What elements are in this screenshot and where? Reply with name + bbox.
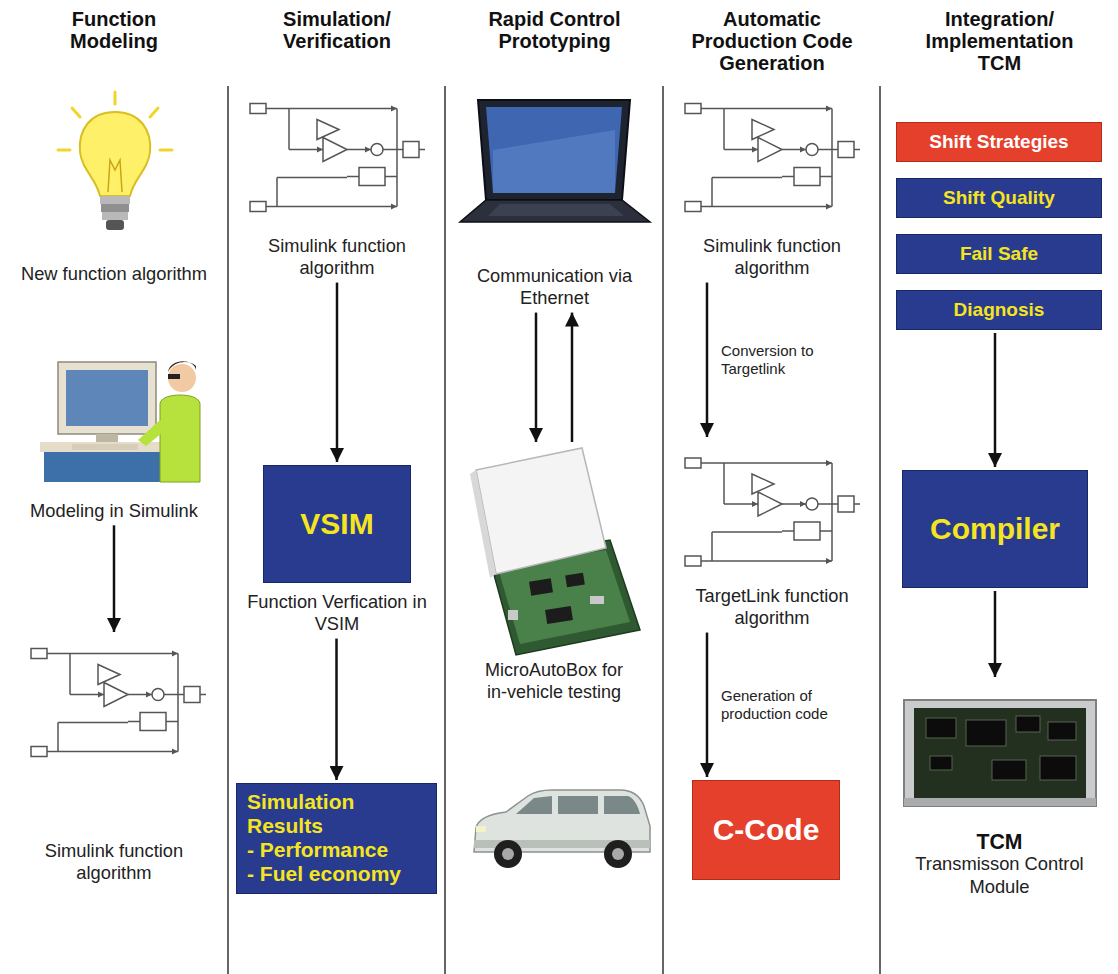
step-caption: TargetLink function algorithm (669, 585, 875, 630)
column-heading: Automatic Production Code Generation (686, 8, 858, 74)
column-band: Rapid Control PrototypingCommunication v… (446, 0, 663, 974)
column-heading: Simulation/ Verification (251, 8, 423, 52)
step-caption: MicroAutoBox for in-vehicle testing (479, 660, 629, 704)
column-band: Simulation/ VerificationSimulink functio… (229, 0, 445, 974)
box-label: Diagnosis (954, 299, 1045, 321)
column-band: Integration/ Implementation TCM Shift Str… (881, 0, 1118, 974)
tool-label: VSIM (263, 465, 411, 583)
result-text: - Performance (247, 838, 388, 862)
illustrated-step: Simulink function algorithm (669, 90, 875, 280)
tool-box: Compiler (902, 470, 1088, 588)
illustrated-step: Communication via Ethernet (451, 90, 658, 310)
microautobox (470, 448, 640, 655)
column-band: Automatic Production Code GenerationSimu… (664, 0, 880, 974)
step-caption: Simulink function algorithm (669, 235, 875, 280)
flow-arrow (535, 313, 538, 442)
column-heading: Rapid Control Prototyping (469, 8, 641, 52)
illustrated-step: TargetLink function algorithm (669, 440, 875, 630)
flow-arrow (706, 633, 709, 777)
module-box: Shift Strategies (896, 122, 1102, 162)
light-bulb (58, 92, 172, 230)
column-band: Function ModelingNew function algorithmM… (0, 0, 228, 974)
step-caption: Simulink function algorithm (5, 840, 223, 885)
flow-arrow (336, 283, 339, 462)
step-caption: Transmisson Control Module (886, 853, 1113, 898)
person-at-computer (40, 361, 200, 482)
result-text: - Fuel economy (247, 862, 401, 886)
flow-arrow (113, 525, 116, 632)
car (474, 790, 650, 868)
column-separators (228, 86, 880, 974)
module-box: Fail Safe (896, 234, 1102, 274)
tcm-board (904, 700, 1096, 806)
result-box: Simulation Results- Performance- Fuel ec… (236, 783, 437, 894)
module-box: Shift Quality (896, 178, 1102, 218)
column-heading: Function Modeling (28, 8, 200, 52)
module-title: TCM (886, 830, 1113, 853)
step-caption: Function Verfication in VSIM (234, 591, 440, 636)
box-label: Shift Strategies (929, 131, 1068, 153)
flow-arrow (994, 333, 997, 467)
step-caption: Simulink function algorithm (234, 235, 440, 280)
flow-arrow (335, 639, 338, 780)
flow-arrow (994, 591, 997, 677)
arrow-label: Generation of production code (719, 686, 868, 724)
tool-box: VSIM Function Verfication in VSIM (234, 465, 440, 636)
step-caption: New function algorithm (5, 263, 223, 285)
illustrated-step: TCMTransmisson Control Module (886, 680, 1113, 898)
flow-arrow (571, 313, 574, 442)
result-text: Simulation Results (247, 790, 426, 838)
arrow-label: Conversion to Targetlink (719, 341, 868, 379)
illustrated-step: New function algorithm (5, 85, 223, 285)
illustrated-step: Simulink function algorithm (234, 90, 440, 280)
box-label: C-Code (713, 813, 820, 847)
illustrated-step: MicroAutoBox for in-vehicle testing (479, 445, 629, 704)
illustrated-step: Modeling in Simulink (5, 345, 223, 522)
step-caption: Modeling in Simulink (5, 500, 223, 522)
illustrated-step: Simulink function algorithm (5, 635, 223, 885)
step-caption: Communication via Ethernet (451, 265, 658, 310)
output-box: C-Code (692, 780, 840, 880)
column-heading: Integration/ Implementation TCM (914, 8, 1086, 74)
laptop (460, 100, 650, 222)
flow-arrow (706, 283, 709, 437)
box-label: Fail Safe (960, 243, 1038, 265)
box-label: Shift Quality (943, 187, 1055, 209)
module-box: Diagnosis (896, 290, 1102, 330)
box-label: Compiler (930, 512, 1060, 546)
